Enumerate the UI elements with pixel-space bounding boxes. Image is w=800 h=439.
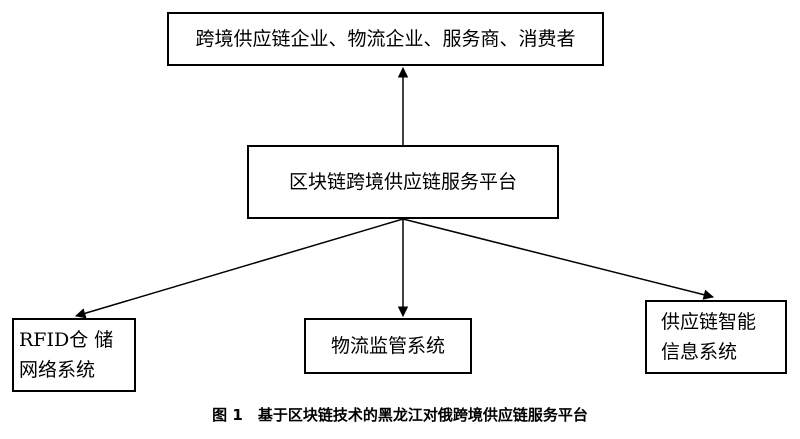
platform-box: 区块链跨境供应链服务平台 [247,145,559,219]
smart-info-system-label: 供应链智能信息系统 [661,311,757,363]
stakeholders-label: 跨境供应链企业、物流企业、服务商、消费者 [195,28,576,50]
logistics-supervision-label: 物流监管系统 [330,335,445,357]
logistics-supervision-box: 物流监管系统 [304,318,472,374]
smart-info-system-box: 供应链智能信息系统 [645,300,787,374]
rfid-warehouse-box: RFID仓 储网络系统 [12,318,136,392]
stakeholders-box: 跨境供应链企业、物流企业、服务商、消费者 [167,12,604,66]
figure-caption: 图 1 基于区块链技术的黑龙江对俄跨境供应链服务平台 [212,406,588,424]
arrow-center-to-right [402,218,715,300]
arrow-center-to-left [74,218,404,319]
rfid-warehouse-label: RFID仓 储网络系统 [19,329,114,381]
platform-label: 区块链跨境供应链服务平台 [288,171,517,193]
